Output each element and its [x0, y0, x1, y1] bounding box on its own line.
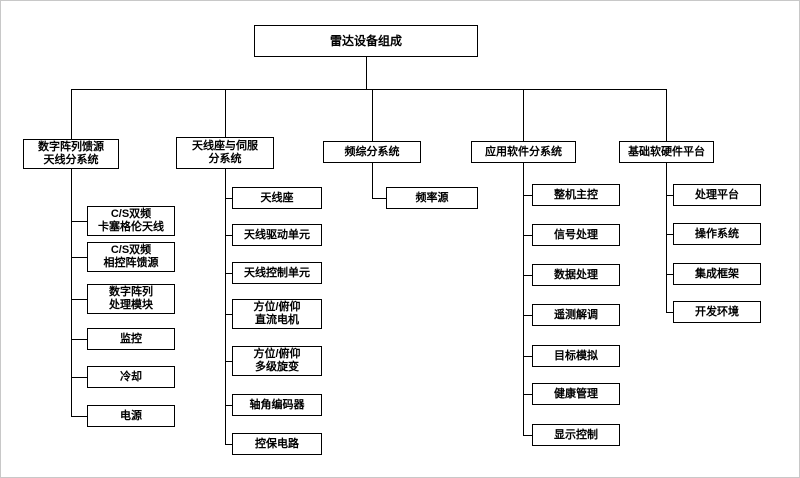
- connector-col2-spine: [372, 163, 373, 198]
- node-health-management: 健康管理: [532, 383, 620, 405]
- connector-col1-elbow: [225, 444, 232, 445]
- node-az-el-dc-motor: 方位/俯仰 直流电机: [232, 299, 322, 329]
- connector-branch4-drop: [666, 89, 667, 141]
- node-label: 方位/俯仰 直流电机: [253, 301, 301, 326]
- node-antenna-pedestal: 天线座: [232, 187, 322, 209]
- node-root: 雷达设备组成: [254, 25, 478, 57]
- node-antenna-control-unit: 天线控制单元: [232, 262, 322, 284]
- connector-col3-elbow: [523, 275, 532, 276]
- connector-col1-elbow: [225, 405, 232, 406]
- node-branch-app-software: 应用软件分系统: [471, 141, 576, 163]
- connector-col3-elbow: [523, 394, 532, 395]
- connector-col4-elbow: [666, 195, 673, 196]
- node-label: 处理平台: [695, 188, 739, 201]
- node-antenna-drive-unit: 天线驱动单元: [232, 224, 322, 246]
- connector-col4-elbow: [666, 312, 673, 313]
- node-label: 方位/俯仰 多级旋变: [253, 348, 301, 373]
- connector-col0-spine: [71, 169, 72, 416]
- node-branch-pedestal-servo: 天线座与伺服 分系统: [176, 137, 274, 169]
- connector-col1-elbow: [225, 198, 232, 199]
- node-branch-antenna-feed: 数字阵列馈源 天线分系统: [23, 139, 119, 169]
- node-label: 集成框架: [695, 267, 739, 280]
- connector-root-drop: [366, 57, 367, 89]
- node-processing-platform: 处理平台: [673, 184, 761, 206]
- branch-label: 基础软硬件平台: [628, 145, 705, 158]
- node-label: 健康管理: [554, 387, 598, 400]
- node-dev-environment: 开发环境: [673, 301, 761, 323]
- node-main-control: 整机主控: [532, 184, 620, 206]
- connector-col1-spine: [225, 169, 226, 444]
- node-label: 操作系统: [695, 227, 739, 240]
- node-label: 开发环境: [695, 305, 739, 318]
- node-branch-freq-synth: 频综分系统: [323, 141, 421, 163]
- connector-col0-elbow: [71, 377, 87, 378]
- node-branch-platform: 基础软硬件平台: [619, 141, 714, 163]
- connector-col3-spine: [523, 163, 524, 435]
- connector-branch3-drop: [523, 89, 524, 141]
- node-label: 控保电路: [255, 437, 299, 450]
- connector-col3-elbow: [523, 195, 532, 196]
- node-frequency-source: 频率源: [386, 187, 478, 209]
- node-label: 天线驱动单元: [244, 228, 310, 241]
- node-telemetry-demodulation: 遥测解调: [532, 304, 620, 326]
- connector-col0-elbow: [71, 416, 87, 417]
- connector-col1-elbow: [225, 235, 232, 236]
- connector-col1-elbow: [225, 273, 232, 274]
- connector-col3-elbow: [523, 356, 532, 357]
- connector-branch1-drop: [225, 89, 226, 137]
- node-label: 遥测解调: [554, 308, 598, 321]
- node-operating-system: 操作系统: [673, 223, 761, 245]
- node-label: C/S双频 相控阵馈源: [103, 244, 159, 269]
- branch-label: 应用软件分系统: [485, 145, 562, 158]
- connector-col3-elbow: [523, 235, 532, 236]
- node-root-label: 雷达设备组成: [329, 33, 402, 48]
- connector-col0-elbow: [71, 339, 87, 340]
- connector-bus: [71, 89, 667, 90]
- branch-label: 天线座与伺服 分系统: [192, 140, 258, 165]
- node-display-control: 显示控制: [532, 424, 620, 446]
- node-integration-framework: 集成框架: [673, 263, 761, 285]
- branch-label: 频综分系统: [344, 145, 400, 158]
- node-cassegrain-antenna: C/S双频 卡塞格伦天线: [87, 206, 175, 236]
- connector-col4-elbow: [666, 234, 673, 235]
- node-signal-processing: 信号处理: [532, 224, 620, 246]
- connector-col0-elbow: [71, 221, 87, 222]
- node-label: 频率源: [415, 191, 449, 204]
- connector-col4-spine: [666, 163, 667, 312]
- connector-col2-elbow: [372, 198, 386, 199]
- node-label: 目标模拟: [554, 349, 598, 362]
- connector-col3-elbow: [523, 435, 532, 436]
- node-label: 整机主控: [554, 188, 598, 201]
- node-shaft-angle-encoder: 轴角编码器: [232, 394, 322, 416]
- connector-branch2-drop: [372, 89, 373, 141]
- node-monitoring: 监控: [87, 328, 175, 350]
- connector-col4-elbow: [666, 274, 673, 275]
- connector-col3-elbow: [523, 315, 532, 316]
- node-label: 电源: [120, 409, 142, 422]
- node-label: 信号处理: [554, 228, 598, 241]
- node-label: 天线控制单元: [244, 266, 310, 279]
- node-label: 数字阵列 处理模块: [109, 286, 153, 311]
- node-label: 天线座: [260, 191, 294, 204]
- node-data-processing: 数据处理: [532, 264, 620, 286]
- node-cooling: 冷却: [87, 366, 175, 388]
- node-label: 监控: [120, 332, 142, 345]
- connector-branch0-drop: [71, 89, 72, 139]
- node-az-el-resolver: 方位/俯仰 多级旋变: [232, 346, 322, 376]
- node-label: 数据处理: [554, 268, 598, 281]
- branch-label: 数字阵列馈源 天线分系统: [38, 141, 104, 166]
- node-label: C/S双频 卡塞格伦天线: [98, 208, 164, 233]
- connector-col1-elbow: [225, 361, 232, 362]
- node-power-supply: 电源: [87, 405, 175, 427]
- node-phased-array-feed: C/S双频 相控阵馈源: [87, 242, 175, 272]
- node-control-protection-circuit: 控保电路: [232, 433, 322, 455]
- node-label: 轴角编码器: [249, 398, 305, 411]
- connector-col0-elbow: [71, 257, 87, 258]
- node-label: 冷却: [120, 370, 142, 383]
- node-target-simulation: 目标模拟: [532, 345, 620, 367]
- node-label: 显示控制: [554, 428, 598, 441]
- connector-col1-elbow: [225, 314, 232, 315]
- node-digital-array-module: 数字阵列 处理模块: [87, 284, 175, 314]
- connector-col0-elbow: [71, 299, 87, 300]
